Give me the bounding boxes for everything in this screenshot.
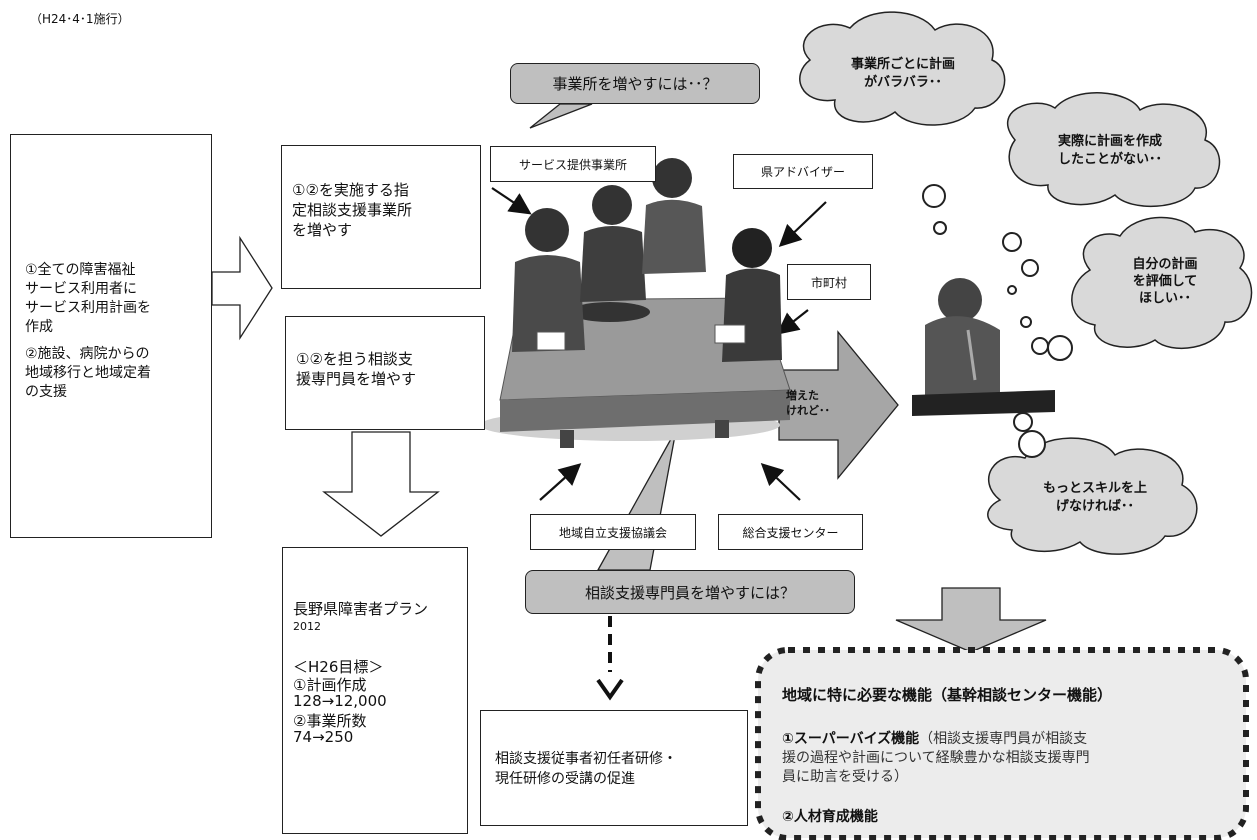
plan-item2-value: 74→250	[293, 728, 354, 746]
functions-title: 地域に特に必要な機能（基幹相談センター機能）	[782, 686, 1113, 704]
dashed-arrow-head	[596, 678, 624, 701]
thought-cloud-4-text: もっとスキルを上 げなければ･･	[1042, 481, 1147, 514]
plan-title: 長野県障害者プラン	[293, 600, 429, 618]
enforcement-date-note: （H24･4･1施行）	[30, 12, 130, 26]
increase-offices-box: ①②を実施する指 定相談支援事業所 を増やす	[281, 145, 481, 289]
plan-item2-label: ②事業所数	[293, 712, 367, 730]
functions-item1: ①スーパーバイズ機能（相談支援専門員が相談支 援の過程や計画について経験豊かな相…	[782, 730, 1232, 787]
offices-question-bubble: 事業所を増やすには･･？	[510, 63, 760, 104]
functions-item1-desc: （相談支援専門員が相談支 援の過程や計画について経験豊かな相談支援専門 員に助言…	[782, 731, 1090, 785]
actions-to-plan-arrow	[322, 431, 440, 537]
functions-item2: ②人材育成機能	[782, 809, 878, 825]
offices-bubble-tail	[529, 103, 593, 129]
increase-specialists-box: ①②を担う相談支 援専門員を増やす	[285, 316, 485, 430]
thought-cloud-3-text: 自分の計画 を評価して ほしい･･	[1132, 257, 1198, 306]
increase-specialists-text: ①②を担う相談支 援専門員を増やす	[296, 350, 417, 388]
to-functions-arrow	[895, 587, 1047, 653]
prefectural-advisor-label: 県アドバイザー	[733, 154, 873, 189]
goals-to-actions-arrow	[211, 235, 273, 341]
specialists-question-bubble: 相談支援専門員を増やすには？	[525, 570, 855, 614]
plan-target-heading: ＜H26目標＞	[293, 658, 384, 676]
plan-item1-value: 128→12,000	[293, 692, 387, 710]
functions-panel-shape	[755, 647, 1249, 840]
thought-cloud-2-shape	[1006, 92, 1221, 208]
training-promotion-text: 相談支援従事者初任者研修・ 現任研修の受講の促進	[495, 751, 677, 787]
service-provider-label: サービス提供事業所	[490, 146, 656, 182]
increased-but-text: 増えた けれど･･	[786, 389, 830, 417]
training-promotion-box: 相談支援従事者初任者研修・ 現任研修の受講の促進	[480, 710, 748, 826]
increased-but-arrow	[778, 330, 899, 480]
goal-2-text: ②施設、病院からの 地域移行と地域定着 の支援	[25, 346, 151, 400]
thought-cloud-1-text: 事業所ごとに計画 がバラバラ･･	[850, 57, 955, 90]
general-support-center-label: 総合支援センター	[718, 514, 863, 550]
goal-1-text: ①全ての障害福祉 サービス利用者に サービス利用計画を 作成	[25, 262, 151, 335]
worried-person-illustration	[912, 278, 1055, 416]
increase-offices-text: ①②を実施する指 定相談支援事業所 を増やす	[292, 181, 413, 239]
meeting-illustration	[480, 158, 791, 448]
plan-year: 2012	[293, 620, 321, 633]
thought-cloud-2-text: 実際に計画を作成 したことがない･･	[1057, 134, 1162, 167]
nagano-plan-box: 長野県障害者プラン 2012 ＜H26目標＞ ①計画作成 128→12,000 …	[282, 547, 468, 834]
regional-council-label: 地域自立支援協議会	[530, 514, 696, 550]
plan-item1-label: ①計画作成	[293, 676, 367, 694]
municipality-label: 市町村	[787, 264, 871, 300]
thought-cloud-3-shape	[1071, 216, 1253, 349]
goals-box: ①全ての障害福祉 サービス利用者に サービス利用計画を 作成 ②施設、病院からの…	[10, 134, 212, 538]
thought-cloud-1-shape	[799, 11, 1006, 126]
functions-item1-name: ①スーパーバイズ機能	[782, 731, 920, 747]
